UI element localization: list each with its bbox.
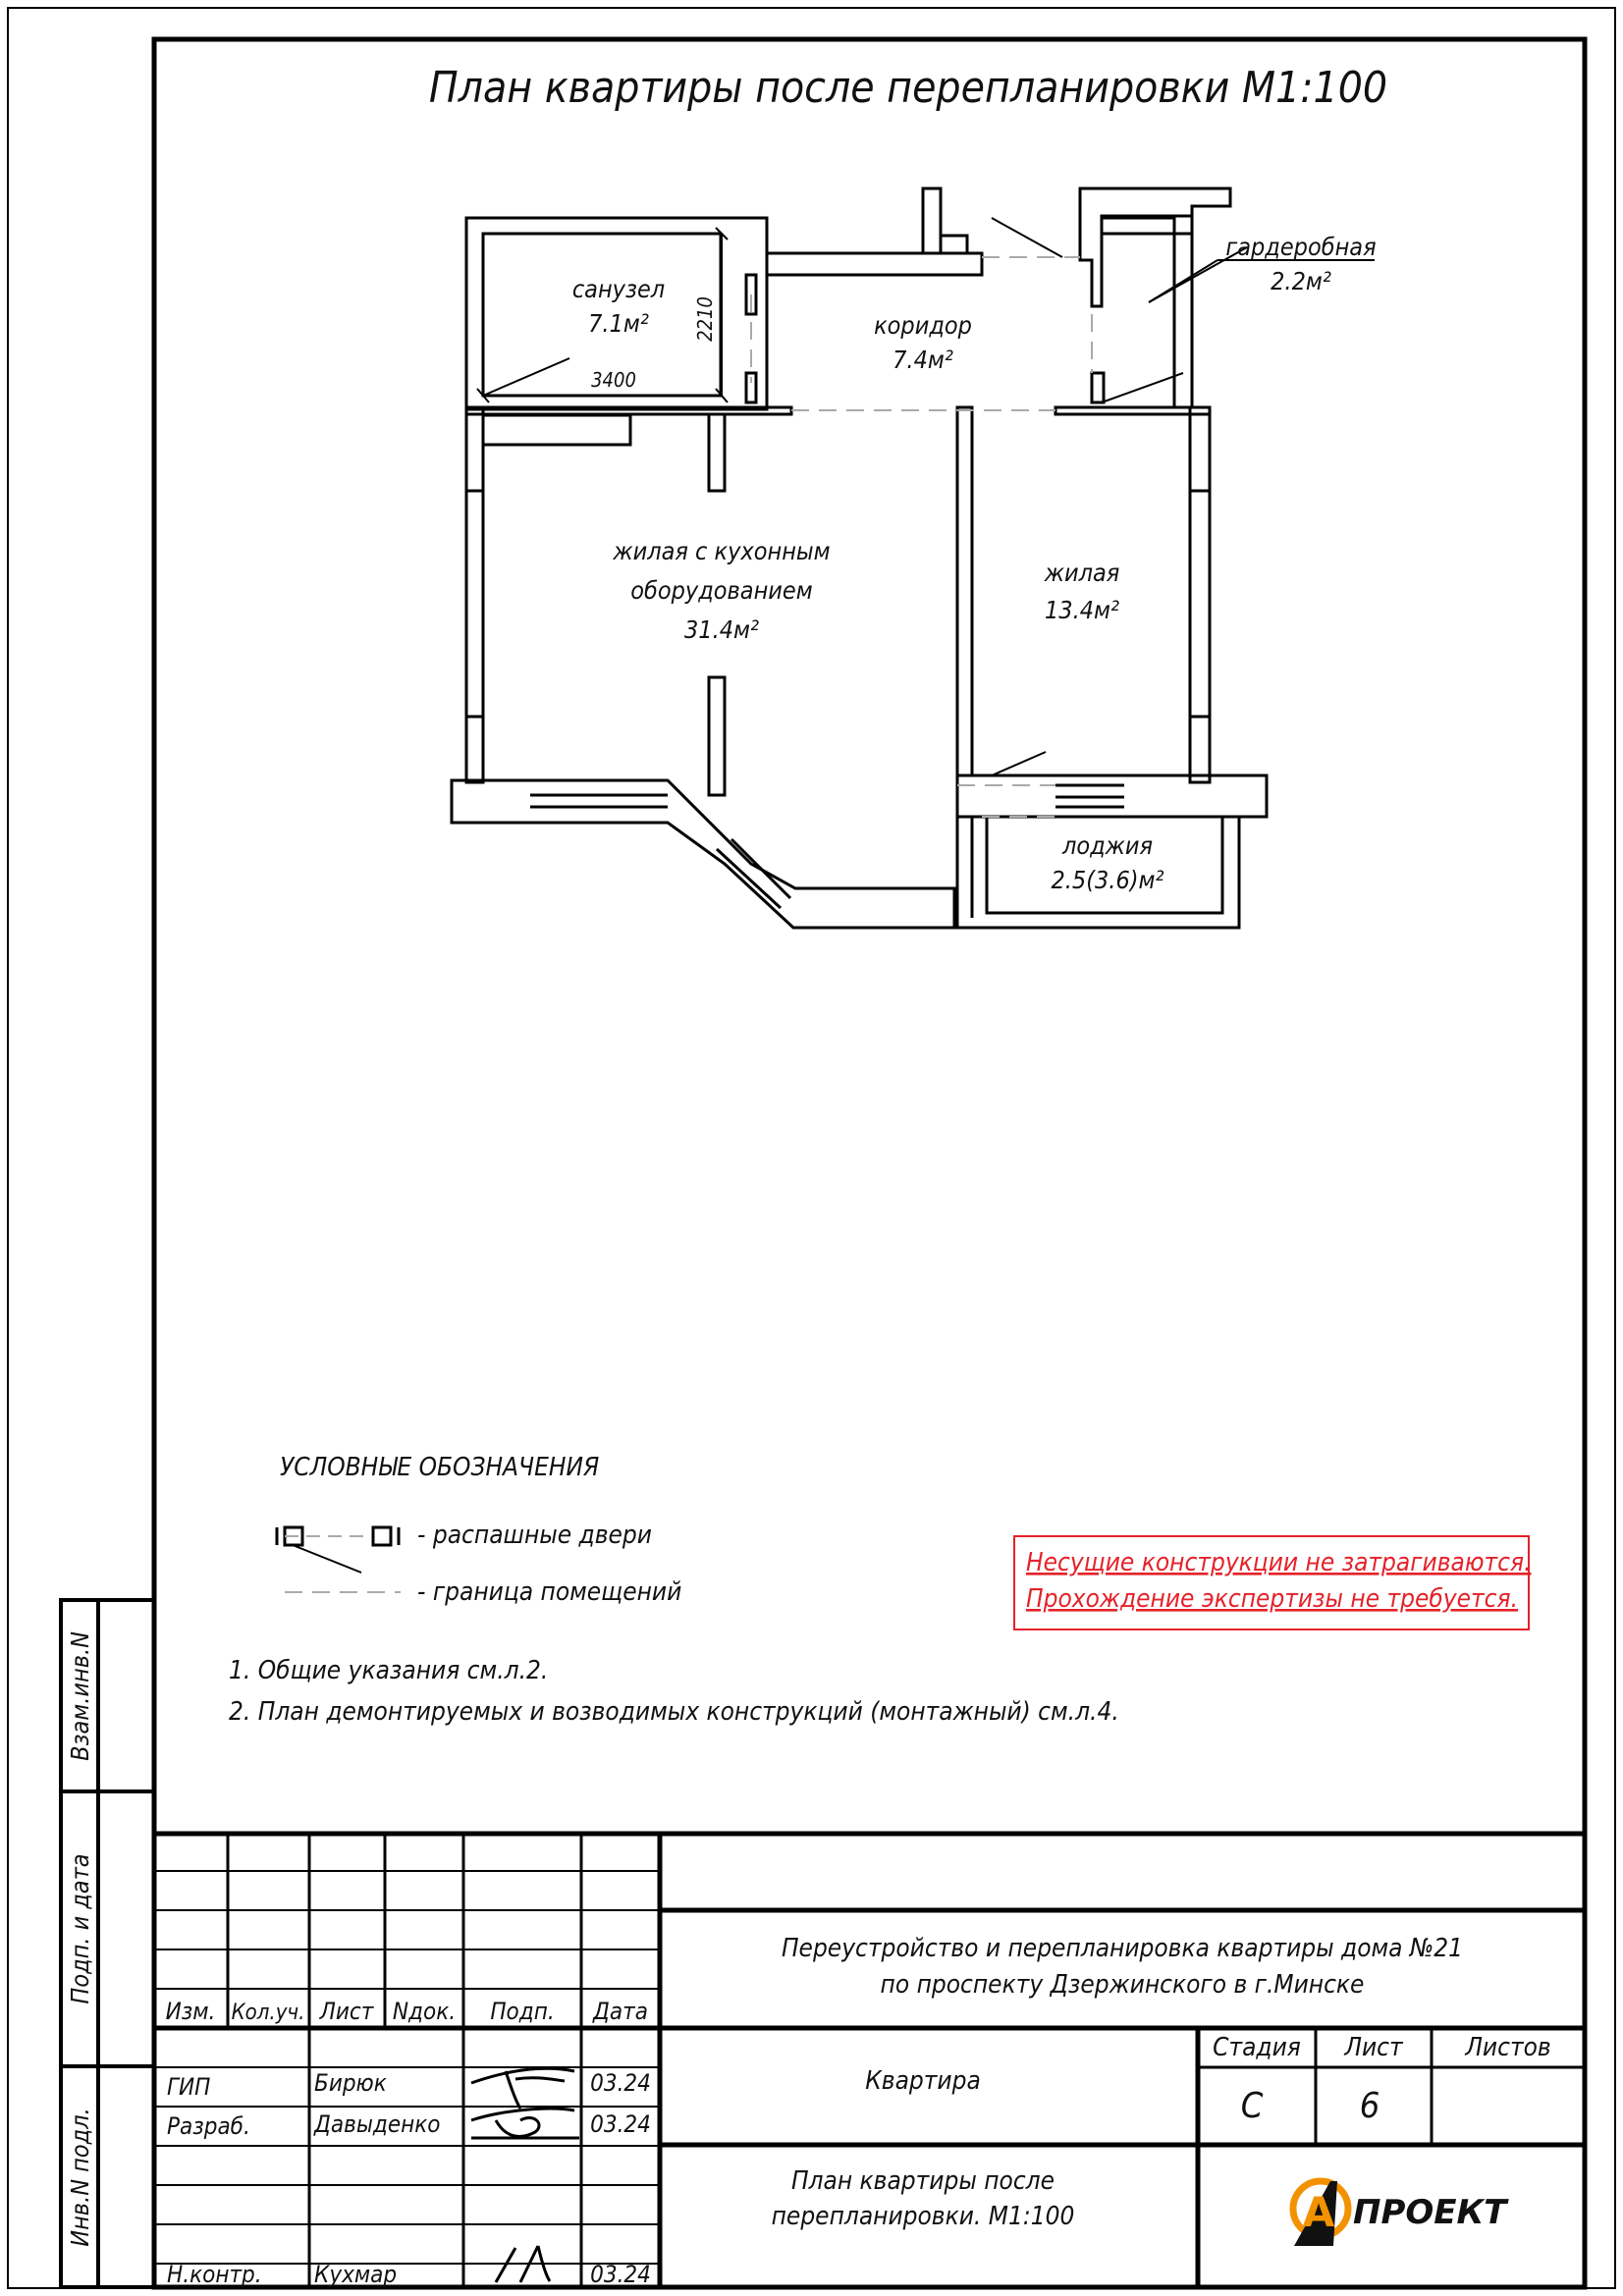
stamp-header-date: Дата — [592, 1998, 648, 2025]
wall-living-left-lower — [464, 715, 485, 784]
wall-living-right-top — [1054, 405, 1212, 416]
wardrobe-shelf — [1100, 214, 1194, 236]
bay-window-lines — [530, 793, 792, 910]
room-label-living-2: оборудованием — [630, 576, 812, 605]
stamp-sheet-title-line-1: План квартиры после — [791, 2166, 1055, 2196]
note-1: 1. Общие указания см.л.2. — [229, 1656, 548, 1685]
stamp-role-normcontrol: Н.контр. — [167, 2261, 262, 2288]
signature-normcontrol — [494, 2245, 552, 2283]
side-label-replace: Взам.инв.N — [66, 1631, 94, 1761]
wardrobe-door-jamb — [1090, 371, 1106, 404]
signature-developer — [470, 2107, 579, 2140]
wall-bedroom-right-lower — [1188, 715, 1212, 784]
kitchen-counter — [481, 413, 632, 447]
legend-item-boundary: - граница помещений — [417, 1577, 681, 1607]
stamp-object: Квартира — [865, 2066, 981, 2096]
stamp-sheet-label: Лист — [1343, 2033, 1404, 2062]
room-area-loggia: 2.5(3.6)м² — [1051, 866, 1163, 894]
room-area-bathroom: 7.1м² — [588, 309, 649, 338]
column-mid — [707, 675, 727, 797]
side-strip — [59, 1598, 156, 2289]
stamp-header-signature: Подп. — [490, 1998, 554, 2025]
wall-bay — [450, 778, 956, 930]
wall-bedroom-right — [1188, 405, 1212, 784]
room-area-corridor: 7.4м² — [893, 346, 953, 374]
room-boundaries — [750, 256, 1093, 818]
dimension-width: 3400 — [591, 368, 636, 392]
drawing-title: План квартиры после перепланировки М1:10… — [429, 63, 1387, 113]
side-label-inventory: Инв.N подл. — [66, 2108, 94, 2246]
stamp-header-docnum: Nдок. — [393, 1998, 456, 2025]
dimension-lines — [476, 227, 729, 403]
wall-wardrobe — [1078, 187, 1232, 409]
logo-text: ПРОЕКТ — [1353, 2193, 1509, 2232]
stamp-header-change: Изм. — [166, 1998, 216, 2025]
legend-item-doors: - распашные двери — [417, 1521, 652, 1550]
room-label-loggia: лоджия — [1061, 831, 1153, 860]
room-label-wardrobe: гардеробная — [1225, 233, 1376, 261]
legend-door-symbol — [275, 1525, 401, 1574]
partition-bath-corridor-2 — [744, 371, 758, 404]
bedroom-window — [1055, 783, 1124, 809]
wall-bedroom-right-pilaster — [1188, 405, 1212, 493]
room-label-corridor: коридор — [874, 311, 972, 340]
stamp-date-chief: 03.24 — [590, 2069, 651, 2097]
wall-living-left — [464, 407, 485, 784]
stamp-grid — [154, 1831, 1585, 2287]
wall-corridor-top — [765, 251, 984, 277]
stamp-name-chief: Бирюк — [314, 2069, 387, 2097]
stamp-sheet-title-line-2: перепланировки. М1:100 — [772, 2202, 1075, 2231]
stamp-header-count: Кол.уч. — [232, 2001, 305, 2025]
room-label-living-1: жилая с кухонным — [612, 537, 830, 565]
wall-bedroom-bottom — [955, 774, 1269, 819]
stamp-date-developer: 03.24 — [590, 2110, 651, 2138]
wall-bathroom-outer — [464, 216, 769, 411]
stamp-sheets-label: Листов — [1464, 2033, 1550, 2062]
warning-box — [1013, 1535, 1530, 1630]
partition-bath-corridor — [744, 273, 758, 316]
room-label-bathroom: санузел — [572, 275, 665, 303]
logo-letter: А — [1303, 2188, 1335, 2236]
wardrobe-leader-2 — [1148, 259, 1218, 303]
stamp-role-developer: Разраб. — [167, 2112, 250, 2140]
stamp-project-line-1: Переустройство и перепланировка квартиры… — [782, 1934, 1463, 1963]
column-top — [707, 412, 727, 493]
room-area-wardrobe: 2.2м² — [1271, 267, 1331, 295]
wall-loggia — [955, 817, 1241, 930]
stamp-name-developer: Давыденко — [313, 2110, 440, 2138]
stamp-role-chief: ГИП — [167, 2073, 210, 2101]
stamp-sheet-value: 6 — [1360, 2086, 1380, 2126]
stamp-name-normcontrol: Кухмар — [314, 2261, 397, 2288]
stamp-project-line-2: по проспекту Дзержинского в г.Минске — [881, 1970, 1365, 2000]
wall-middle — [955, 405, 974, 777]
stamp-date-normcontrol: 03.24 — [590, 2261, 651, 2288]
room-area-bedroom: 13.4м² — [1045, 596, 1119, 624]
door-swings — [482, 217, 1248, 776]
note-2: 2. План демонтируемых и возводимых конст… — [229, 1697, 1119, 1727]
stamp-stage-label: Стадия — [1213, 2033, 1301, 2062]
legend-title: УСЛОВНЫЕ ОБОЗНАЧЕНИЯ — [280, 1453, 599, 1482]
room-area-living: 31.4м² — [684, 615, 759, 644]
drawing-frame — [151, 36, 1588, 2290]
wall-living-left-pilaster — [464, 405, 485, 493]
stamp-header-sheet: Лист — [319, 1998, 375, 2025]
dimension-height: 2210 — [693, 296, 717, 342]
warning-line-2: Прохождение экспертизы не требуется. — [1026, 1584, 1518, 1614]
signature-chief — [470, 2066, 575, 2109]
company-logo: А ПРОЕКТ — [1289, 2177, 1509, 2246]
side-label-signature: Подп. и дата — [66, 1853, 94, 2003]
warning-line-1: Несущие конструкции не затрагиваются. — [1026, 1548, 1532, 1577]
wall-pillar-top — [921, 187, 969, 255]
room-label-bedroom: жилая — [1044, 559, 1120, 587]
stamp-stage-value: С — [1241, 2086, 1264, 2126]
